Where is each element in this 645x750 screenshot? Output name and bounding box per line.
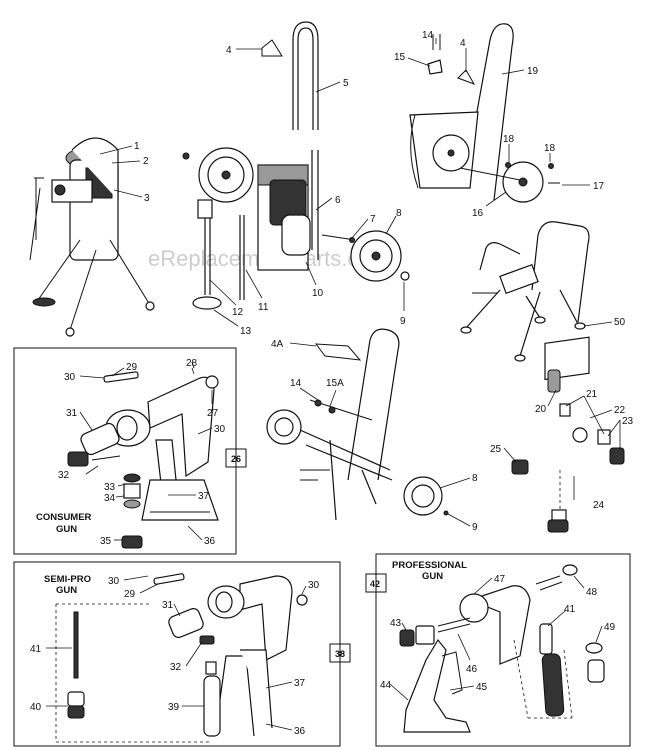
callout-23: 23 — [622, 416, 634, 427]
consumer-gun-title-line1: CONSUMER — [36, 512, 92, 523]
callout-9: 9 — [400, 316, 406, 327]
callout-32-semipro: 32 — [170, 662, 182, 673]
semipro-gun-kit-number: 38 — [335, 649, 345, 659]
callout-36-semipro: 36 — [294, 726, 306, 737]
callout-18-left: 18 — [503, 134, 515, 145]
consumer-gun-kit-box — [225, 448, 247, 468]
hand-truck-illustration — [409, 23, 560, 203]
callout-5: 5 — [343, 78, 349, 89]
callout-30-consumer-top: 30 — [64, 372, 76, 383]
semipro-gun-title-line1: SEMI-PRO — [44, 574, 91, 585]
callout-12: 12 — [232, 307, 244, 318]
consumer-gun-kit-number: 26 — [231, 454, 241, 464]
callout-3: 3 — [144, 193, 150, 204]
callout-45: 45 — [476, 682, 488, 693]
callout-15: 15 — [394, 52, 406, 63]
professional-gun-kit-number: 42 — [370, 579, 380, 589]
callout-16: 16 — [472, 208, 484, 219]
callout-2: 2 — [143, 156, 149, 167]
consumer-gun-box — [13, 347, 237, 555]
callout-22: 22 — [614, 405, 626, 416]
callout-19: 19 — [527, 66, 539, 77]
semipro-gun-illustration — [55, 573, 308, 743]
callout-37-semipro: 37 — [294, 678, 306, 689]
callout-36-consumer: 36 — [204, 536, 216, 547]
sprayer-assembly-illustration — [29, 137, 155, 337]
professional-gun-title-line1: PROFESSIONAL — [392, 560, 467, 571]
cart-pump-illustration — [182, 21, 410, 310]
callout-10: 10 — [312, 288, 324, 299]
callout-27: 27 — [207, 408, 219, 419]
callout-4: 4 — [226, 45, 232, 56]
semipro-gun-box — [13, 561, 341, 747]
professional-gun-kit-box — [365, 573, 387, 593]
callout-44: 44 — [380, 680, 392, 691]
callout-50: 50 — [614, 317, 626, 328]
callout-29-consumer: 29 — [126, 362, 138, 373]
callout-11: 11 — [258, 302, 269, 313]
callout-34: 34 — [104, 493, 116, 504]
cart-frame-illustration — [266, 328, 449, 521]
callout-30-semipro-right: 30 — [308, 580, 320, 591]
callout-6: 6 — [335, 195, 341, 206]
callout-31-semipro: 31 — [162, 600, 174, 611]
callout-47: 47 — [494, 574, 506, 585]
callout-1: 1 — [134, 141, 140, 152]
callout-46: 46 — [466, 664, 478, 675]
callout-18-right: 18 — [544, 143, 556, 154]
callout-40: 40 — [30, 702, 42, 713]
consumer-gun-title-line2: GUN — [56, 524, 77, 535]
callout-8: 8 — [396, 208, 402, 219]
callout-4-cart: 4 — [460, 38, 466, 49]
consumer-gun-illustration — [67, 361, 219, 549]
professional-gun-title-line2: GUN — [422, 571, 443, 582]
leader-lines — [46, 38, 621, 731]
callout-4A: 4A — [271, 339, 284, 350]
callout-13: 13 — [240, 326, 252, 337]
callout-30-consumer-right: 30 — [214, 424, 226, 435]
callout-32-consumer: 32 — [58, 470, 70, 481]
callout-28: 28 — [186, 358, 198, 369]
callout-9-cart: 9 — [472, 522, 478, 533]
callout-37-consumer: 37 — [198, 491, 210, 502]
callout-14-cart: 14 — [290, 378, 302, 389]
callout-7: 7 — [370, 214, 376, 225]
professional-gun-box — [375, 553, 631, 747]
callout-41-professional: 41 — [564, 604, 576, 615]
callout-43: 43 — [390, 618, 402, 629]
callout-30-semipro-left: 30 — [108, 576, 120, 587]
callout-39: 39 — [168, 702, 180, 713]
callout-8-cart: 8 — [472, 473, 478, 484]
professional-gun-illustration — [399, 564, 605, 733]
callout-48: 48 — [586, 587, 598, 598]
callout-21: 21 — [586, 389, 598, 400]
callout-17: 17 — [593, 181, 605, 192]
callout-29-semipro: 29 — [124, 589, 136, 600]
callout-35: 35 — [100, 536, 112, 547]
callout-numbers: 1 2 3 4 5 6 7 8 9 10 11 12 13 14 15 4 19… — [30, 30, 634, 737]
callout-31-consumer: 31 — [66, 408, 78, 419]
callout-49: 49 — [604, 622, 616, 633]
semipro-gun-title-line2: GUN — [56, 585, 77, 596]
callout-33: 33 — [104, 482, 116, 493]
callout-24: 24 — [593, 500, 605, 511]
stand-frame-illustration — [460, 221, 590, 362]
callout-25: 25 — [490, 444, 502, 455]
callout-41-semipro: 41 — [30, 644, 42, 655]
manifold-filter-illustration — [511, 336, 625, 533]
semipro-gun-kit-box — [329, 643, 351, 663]
callout-14: 14 — [422, 30, 434, 41]
callout-15A: 15A — [326, 378, 344, 389]
callout-20: 20 — [535, 404, 547, 415]
